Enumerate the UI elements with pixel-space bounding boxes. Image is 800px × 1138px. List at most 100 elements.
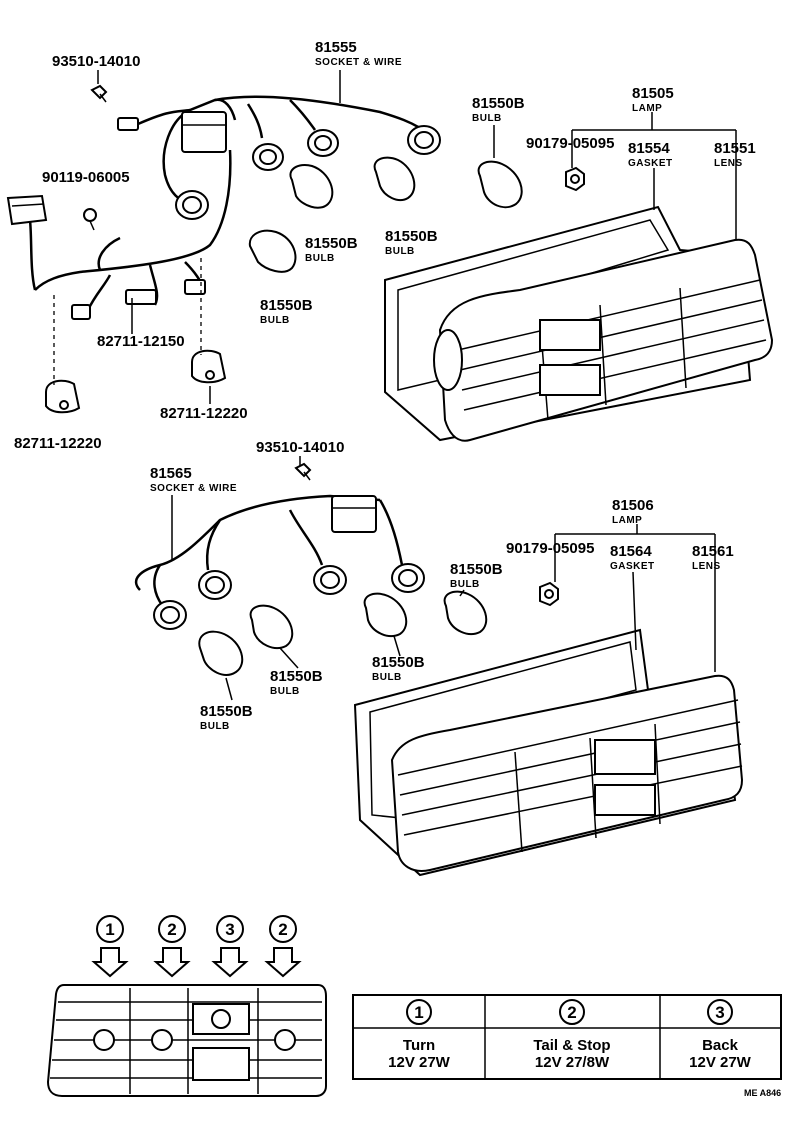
- label-bolt-90119: 90119-06005: [42, 169, 130, 186]
- label-bulb-desc: BULB: [372, 672, 402, 683]
- clip-icon: [71, 304, 91, 320]
- clip-icon: [125, 289, 157, 305]
- nut-icon: [539, 581, 559, 607]
- svg-text:3: 3: [715, 1003, 724, 1022]
- lens-icon: [390, 674, 744, 872]
- label-bulb-part: 81550B: [305, 235, 358, 252]
- socket-icon: [391, 563, 425, 593]
- table-cell-spec: 12V 27W: [388, 1054, 451, 1071]
- lens-icon: [433, 238, 774, 442]
- label-bulb-desc: BULB: [472, 113, 502, 124]
- socket-icon: [252, 143, 284, 171]
- table-cell-spec: 12V 27/8W: [535, 1054, 610, 1071]
- label-bulb-part: 81550B: [200, 703, 253, 720]
- bolt-icon: [83, 208, 97, 231]
- label-lamp-desc: LAMP: [632, 103, 662, 114]
- label-bulb-part: 81550B: [270, 668, 323, 685]
- bulb-icon: [443, 590, 488, 636]
- bulb-icon: [477, 160, 523, 209]
- upper-harness: [28, 95, 421, 311]
- label-socket-wire-desc: SOCKET & WIRE: [150, 483, 237, 494]
- svg-text:1: 1: [414, 1003, 423, 1022]
- table-cell-type: Back: [702, 1037, 739, 1054]
- table-cell-type: Tail & Stop: [533, 1037, 610, 1054]
- lamp-rear-view: [46, 984, 327, 1097]
- leader-lines: [97, 70, 737, 404]
- label-clip-82711-12220: 82711-12220: [160, 405, 248, 422]
- bulb-icon: [248, 229, 297, 273]
- label-lamp-part: 81505: [632, 85, 674, 102]
- label-socket-wire-part: 81565: [150, 465, 192, 482]
- position-marker: 2: [264, 915, 302, 978]
- label-lamp-desc: LAMP: [612, 515, 642, 526]
- svg-text:1: 1: [105, 920, 114, 939]
- label-bulb-part: 81550B: [385, 228, 438, 245]
- label-bulb-part: 81550B: [472, 95, 525, 112]
- footer-code: ME A846: [744, 1088, 781, 1098]
- table-cell-type: Turn: [403, 1037, 435, 1054]
- nut-icon: [565, 166, 585, 192]
- bulb-icon: [249, 604, 294, 650]
- screw-icon: [90, 84, 108, 103]
- table-cell-spec: 12V 27W: [689, 1054, 752, 1071]
- label-lens-part: 81561: [692, 543, 734, 560]
- position-marker: 2: [153, 915, 191, 978]
- clip-icon: [184, 279, 206, 295]
- label-nut-90179: 90179-05095: [506, 540, 594, 557]
- label-nut-90179: 90179-05095: [526, 135, 614, 152]
- label-screw-93510: 93510-14010: [52, 53, 140, 70]
- bulb-icon: [373, 156, 416, 202]
- label-bulb-desc: BULB: [450, 579, 480, 590]
- socket-icon: [175, 190, 209, 220]
- label-gasket-part: 81554: [628, 140, 670, 157]
- label-socket-wire-part: 81555: [315, 39, 357, 56]
- label-lamp-part: 81506: [612, 497, 654, 514]
- svg-text:2: 2: [167, 920, 176, 939]
- label-gasket-part: 81564: [610, 543, 652, 560]
- screw-icon: [294, 462, 312, 481]
- socket-icon: [198, 570, 232, 600]
- relay-box-icon: [181, 111, 227, 153]
- clip-icon: [45, 379, 81, 414]
- table-cell: 3 Back 12V 27W: [689, 999, 752, 1071]
- socket-icon: [407, 125, 441, 155]
- table-cell: 1 Turn 12V 27W: [388, 999, 451, 1071]
- label-bulb-part: 81550B: [450, 561, 503, 578]
- svg-text:2: 2: [278, 920, 287, 939]
- label-lens-part: 81551: [714, 140, 756, 157]
- connector-icon: [117, 117, 139, 131]
- socket-icon: [313, 565, 347, 595]
- label-lens-desc: LENS: [714, 158, 743, 169]
- label-gasket-desc: GASKET: [610, 561, 655, 572]
- label-gasket-desc: GASKET: [628, 158, 673, 169]
- label-bulb-part: 81550B: [372, 654, 425, 671]
- socket-icon: [307, 129, 339, 157]
- label-bulb-desc: BULB: [260, 315, 290, 326]
- table-cell: 2 Tail & Stop 12V 27/8W: [533, 999, 611, 1071]
- label-bulb-desc: BULB: [305, 253, 335, 264]
- clip-icon: [191, 349, 227, 384]
- label-bulb-desc: BULB: [385, 246, 415, 257]
- leader-lines: [171, 456, 716, 701]
- label-bulb-part: 81550B: [260, 297, 313, 314]
- label-lens-desc: LENS: [692, 561, 721, 572]
- socket-icon: [153, 600, 187, 630]
- upper-assembly: 93510-14010 81555 SOCKET & WIRE 90119-06…: [6, 39, 774, 452]
- label-socket-wire-desc: SOCKET & WIRE: [315, 57, 402, 68]
- label-clip-82711-12220: 82711-12220: [14, 435, 102, 452]
- bulb-icon: [363, 592, 408, 638]
- label-bulb-desc: BULB: [270, 686, 300, 697]
- bulb-spec-table: 1 Turn 12V 27W 2 Tail & Stop 12V 27/8W 3…: [352, 994, 782, 1080]
- svg-text:3: 3: [225, 920, 234, 939]
- label-clip-82711-12150: 82711-12150: [97, 333, 185, 350]
- connector-plug-icon: [6, 194, 48, 226]
- label-bulb-desc: BULB: [200, 721, 230, 732]
- lower-assembly: 93510-14010 81565 SOCKET & WIRE 81506 LA…: [134, 439, 744, 877]
- label-screw-93510: 93510-14010: [256, 439, 344, 456]
- lower-harness: [134, 494, 404, 606]
- bulb-icon: [289, 164, 334, 209]
- bulb-icon: [198, 630, 244, 676]
- relay-box-icon: [331, 495, 377, 533]
- svg-text:2: 2: [567, 1003, 576, 1022]
